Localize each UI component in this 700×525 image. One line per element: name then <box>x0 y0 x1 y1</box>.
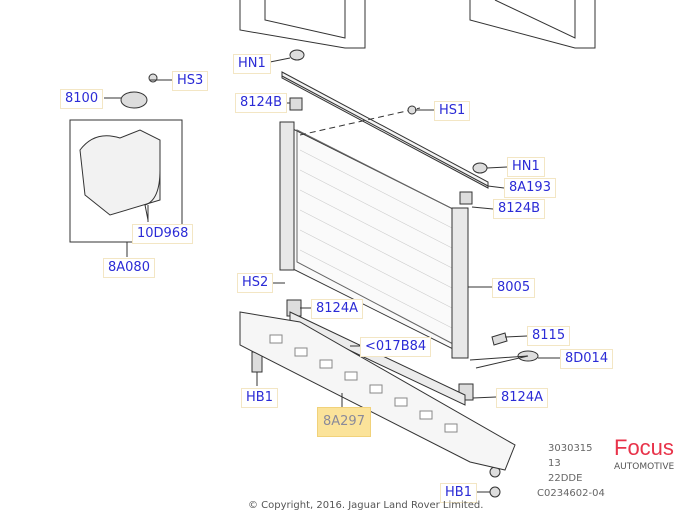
callout-8A193[interactable]: 8A193 <box>504 178 556 198</box>
radiator <box>279 107 469 359</box>
callout-10D968[interactable]: 10D968 <box>132 224 194 244</box>
watermark-brand: Focus <box>614 435 674 460</box>
callout-HB1-left[interactable]: HB1 <box>241 388 278 408</box>
callout-8124B-right[interactable]: 8124B <box>493 199 546 219</box>
callout-8005[interactable]: 8005 <box>492 278 536 298</box>
seal-strip <box>289 311 466 406</box>
callout-8115[interactable]: 8115 <box>527 326 571 346</box>
callout-8D014[interactable]: 8D014 <box>560 349 614 369</box>
meta-line-3: 22DDE <box>548 473 583 484</box>
focus-automotive-watermark: Focus AUTOMOTIVE <box>614 436 694 476</box>
upper-crossmember <box>281 71 489 189</box>
callout-8100[interactable]: 8100 <box>60 89 104 109</box>
leader-lines <box>104 57 560 493</box>
upper-parts-outline <box>239 0 596 49</box>
callout-8A297-highlighted[interactable]: 8A297 <box>317 407 371 437</box>
meta-line-2: 13 <box>548 458 561 469</box>
callout-HN1-top[interactable]: HN1 <box>233 54 271 74</box>
callout-HS1[interactable]: HS1 <box>434 101 471 121</box>
callout-HB1-bottom[interactable]: HB1 <box>440 483 477 503</box>
copyright-text: © Copyright, 2016. Jaguar Land Rover Lim… <box>248 500 484 511</box>
lower-deflector-panel <box>239 311 516 471</box>
callout-8A080[interactable]: 8A080 <box>103 258 155 278</box>
callout-8124B-top[interactable]: 8124B <box>235 93 288 113</box>
callout-HN1-right[interactable]: HN1 <box>507 157 545 177</box>
callout-8124A-bottom[interactable]: 8124A <box>496 388 548 408</box>
watermark-sub: AUTOMOTIVE <box>614 462 675 472</box>
expansion-tank <box>69 119 183 243</box>
callout-017B84[interactable]: <017B84 <box>360 337 432 357</box>
meta-line-4: C0234602-04 <box>537 488 605 499</box>
callout-8124A-top[interactable]: 8124A <box>311 299 363 319</box>
callout-HS3[interactable]: HS3 <box>172 71 209 91</box>
callout-HS2[interactable]: HS2 <box>237 273 274 293</box>
meta-line-1: 3030315 <box>548 443 593 454</box>
